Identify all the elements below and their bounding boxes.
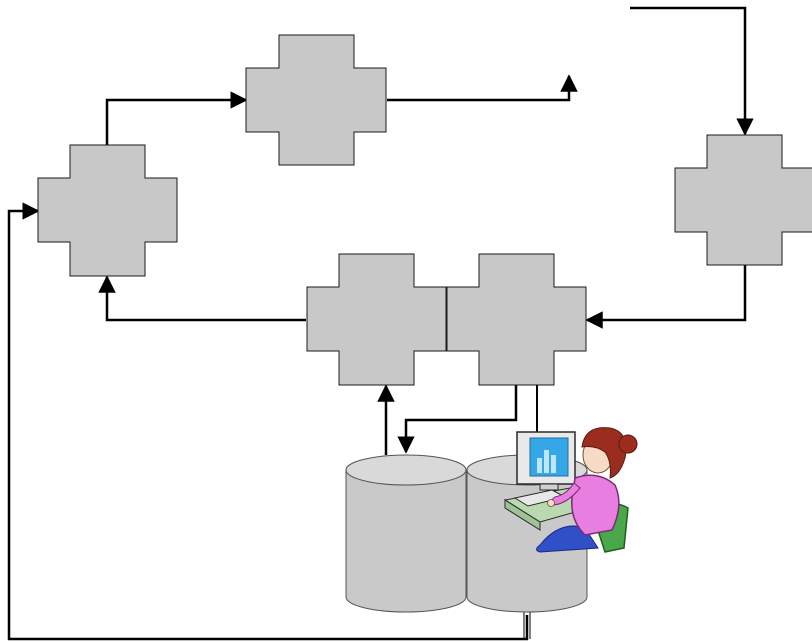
block-e bbox=[446, 253, 587, 386]
block-b bbox=[245, 34, 387, 166]
user-at-computer-icon bbox=[503, 427, 638, 553]
arrow-c-to-e bbox=[585, 265, 747, 329]
database-left bbox=[345, 454, 467, 613]
arrow-feedback-to-a bbox=[7, 202, 529, 641]
block-a bbox=[37, 144, 178, 277]
arrow-in-to-c bbox=[630, 6, 754, 136]
connector-doubles bbox=[523, 612, 531, 639]
arrow-d-to-a bbox=[98, 275, 306, 322]
connectors bbox=[7, 6, 754, 641]
process-blocks bbox=[37, 34, 812, 386]
arrow-a-to-b bbox=[105, 91, 248, 145]
block-c bbox=[674, 134, 812, 266]
arrow-e-to-db bbox=[397, 385, 518, 454]
arrow-b-out bbox=[387, 74, 578, 102]
block-d bbox=[306, 253, 447, 386]
